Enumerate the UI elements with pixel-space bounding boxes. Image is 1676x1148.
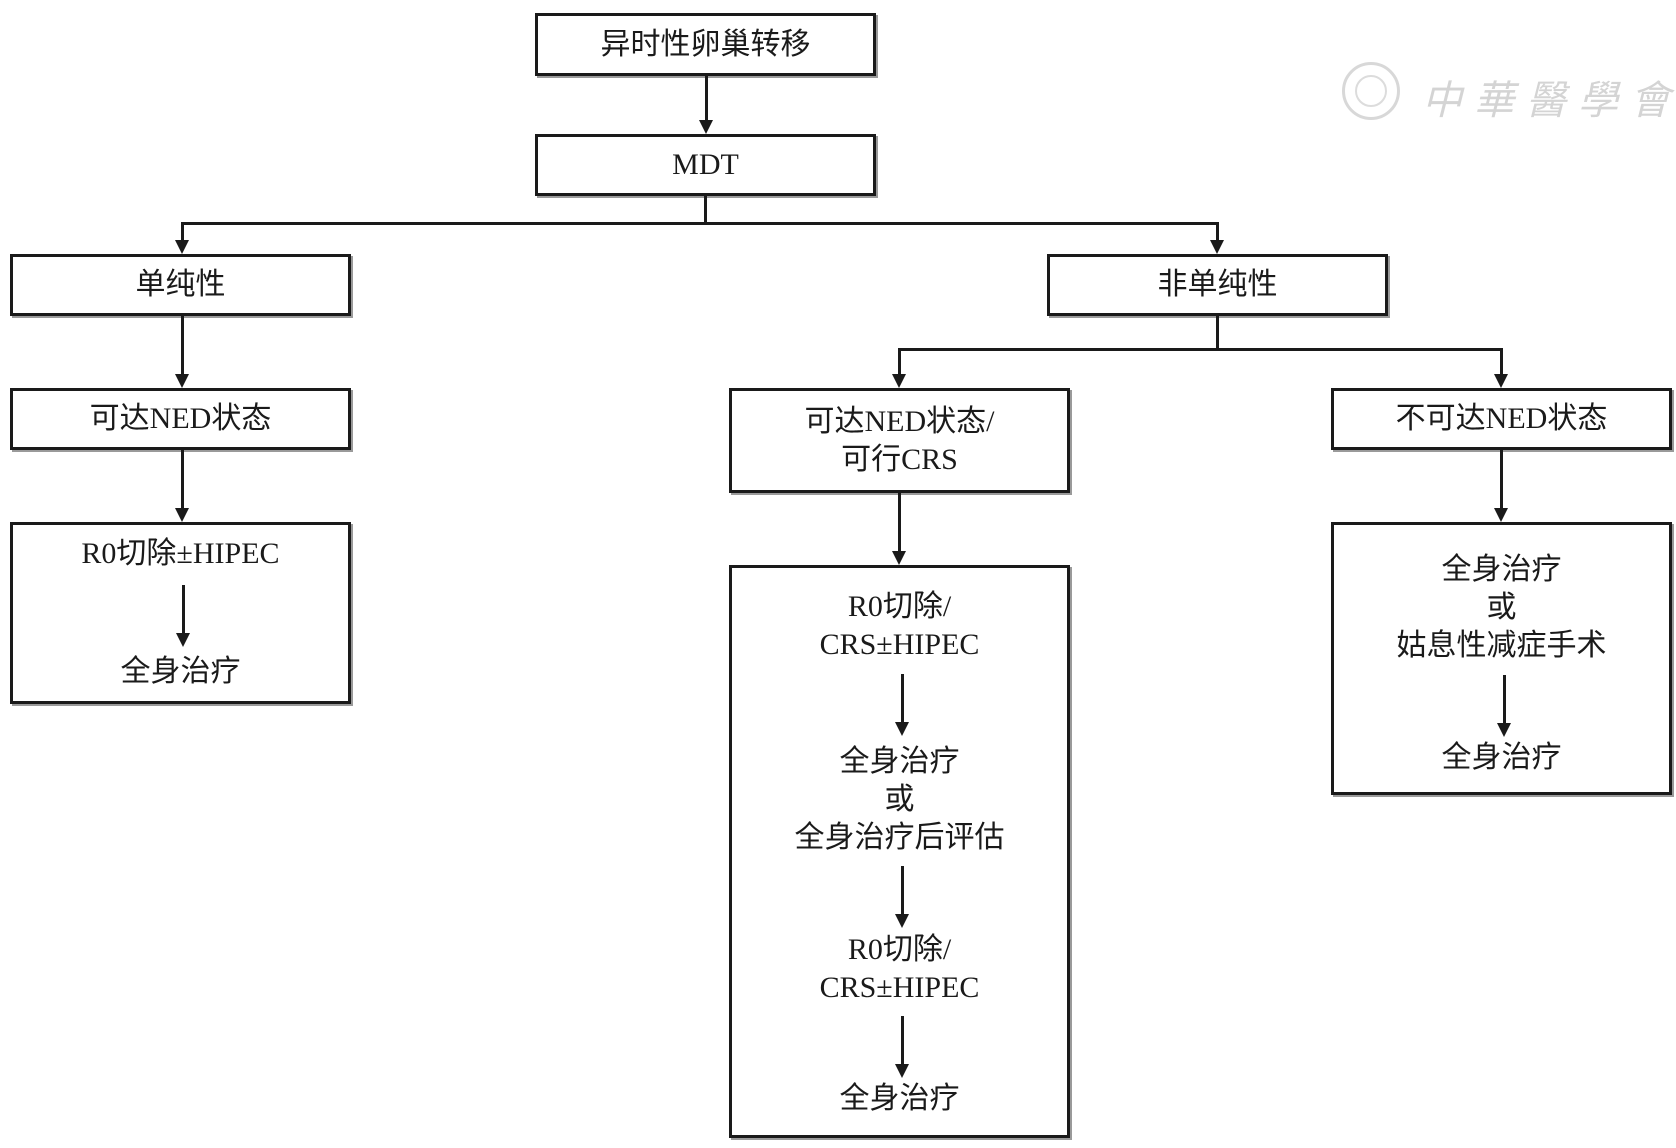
- connector-mdt-split: [181, 222, 1218, 225]
- node-ned-crs-line1: 可达NED状态/: [804, 404, 995, 438]
- node-simple-ned-label: 可达NED状态: [89, 402, 272, 435]
- crs-treat-step2-line1: 全身治疗: [839, 745, 960, 778]
- crs-treat-step1-line1: R0切除/: [847, 590, 952, 623]
- crs-treat-step2-line3: 全身治疗后评估: [794, 821, 1005, 854]
- node-simple-label: 单纯性: [135, 268, 226, 301]
- connector-nonsimple-down: [1216, 316, 1219, 351]
- node-crs-treatment: R0切除/ CRS±HIPEC 全身治疗 或 全身治疗后评估 R0切除/ CRS…: [729, 565, 1070, 1138]
- arrow-to-nonsimple: [1207, 222, 1227, 254]
- node-no-ned-treatment: 全身治疗 或 姑息性减症手术 全身治疗: [1331, 522, 1672, 795]
- no-ned-treat-step2-line1: 全身治疗: [1441, 741, 1562, 774]
- node-ned-crs-line2: 可行CRS: [841, 442, 958, 476]
- node-simple: 单纯性: [10, 254, 351, 316]
- arrow-crs-step2-to-step3: [892, 866, 912, 928]
- arrow-to-no-ned: [1491, 348, 1511, 388]
- arrow-crs-step3-to-step4: [892, 1016, 912, 1078]
- crs-treat-step3-line1: R0切除/: [847, 933, 952, 966]
- node-root-label: 异时性卵巢转移: [600, 27, 811, 61]
- arrow-root-to-mdt: [696, 76, 716, 134]
- node-nonsimple: 非单纯性: [1047, 254, 1388, 316]
- crs-treat-step2-line2: 或: [884, 783, 915, 816]
- society-seal-icon: [1342, 62, 1400, 120]
- node-ned-crs: 可达NED状态/ 可行CRS: [729, 388, 1070, 493]
- no-ned-treat-step1-line3: 姑息性减症手术: [1396, 629, 1607, 662]
- node-mdt: MDT: [535, 134, 876, 196]
- society-logo: 中華醫學會: [1342, 58, 1670, 128]
- arrow-no-ned-to-treat: [1491, 450, 1511, 522]
- arrow-crs-step1-to-step2: [892, 674, 912, 736]
- simple-treat-step1: R0切除±HIPEC: [81, 537, 280, 570]
- crs-treat-step1-line2: CRS±HIPEC: [819, 628, 980, 661]
- node-nonsimple-label: 非单纯性: [1157, 268, 1278, 301]
- arrow-to-ned-crs: [889, 348, 909, 388]
- node-simple-treatment: R0切除±HIPEC 全身治疗: [10, 522, 351, 704]
- node-no-ned-label: 不可达NED状态: [1395, 402, 1608, 435]
- node-simple-ned: 可达NED状态: [10, 388, 351, 450]
- arrow-simple-to-ned: [172, 316, 192, 388]
- no-ned-treat-step1-line1: 全身治疗: [1441, 553, 1562, 586]
- arrow-to-simple: [172, 222, 192, 254]
- node-root: 异时性卵巢转移: [535, 13, 876, 76]
- connector-nonsimple-split: [898, 348, 1502, 351]
- society-name: 中華醫學會: [1422, 78, 1676, 124]
- arrow-no-ned-step1-to-step2: [1494, 675, 1514, 737]
- crs-treat-step4-line1: 全身治疗: [839, 1082, 960, 1115]
- arrow-simple-treat-step: [173, 585, 193, 647]
- node-no-ned: 不可达NED状态: [1331, 388, 1672, 450]
- node-mdt-label: MDT: [672, 148, 739, 181]
- crs-treat-step3-line2: CRS±HIPEC: [819, 971, 980, 1004]
- arrow-ned-to-treat: [172, 450, 192, 522]
- arrow-ned-crs-to-treat: [889, 493, 909, 565]
- simple-treat-step2: 全身治疗: [120, 655, 241, 688]
- no-ned-treat-step1-line2: 或: [1486, 591, 1517, 624]
- connector-mdt-down: [704, 196, 707, 225]
